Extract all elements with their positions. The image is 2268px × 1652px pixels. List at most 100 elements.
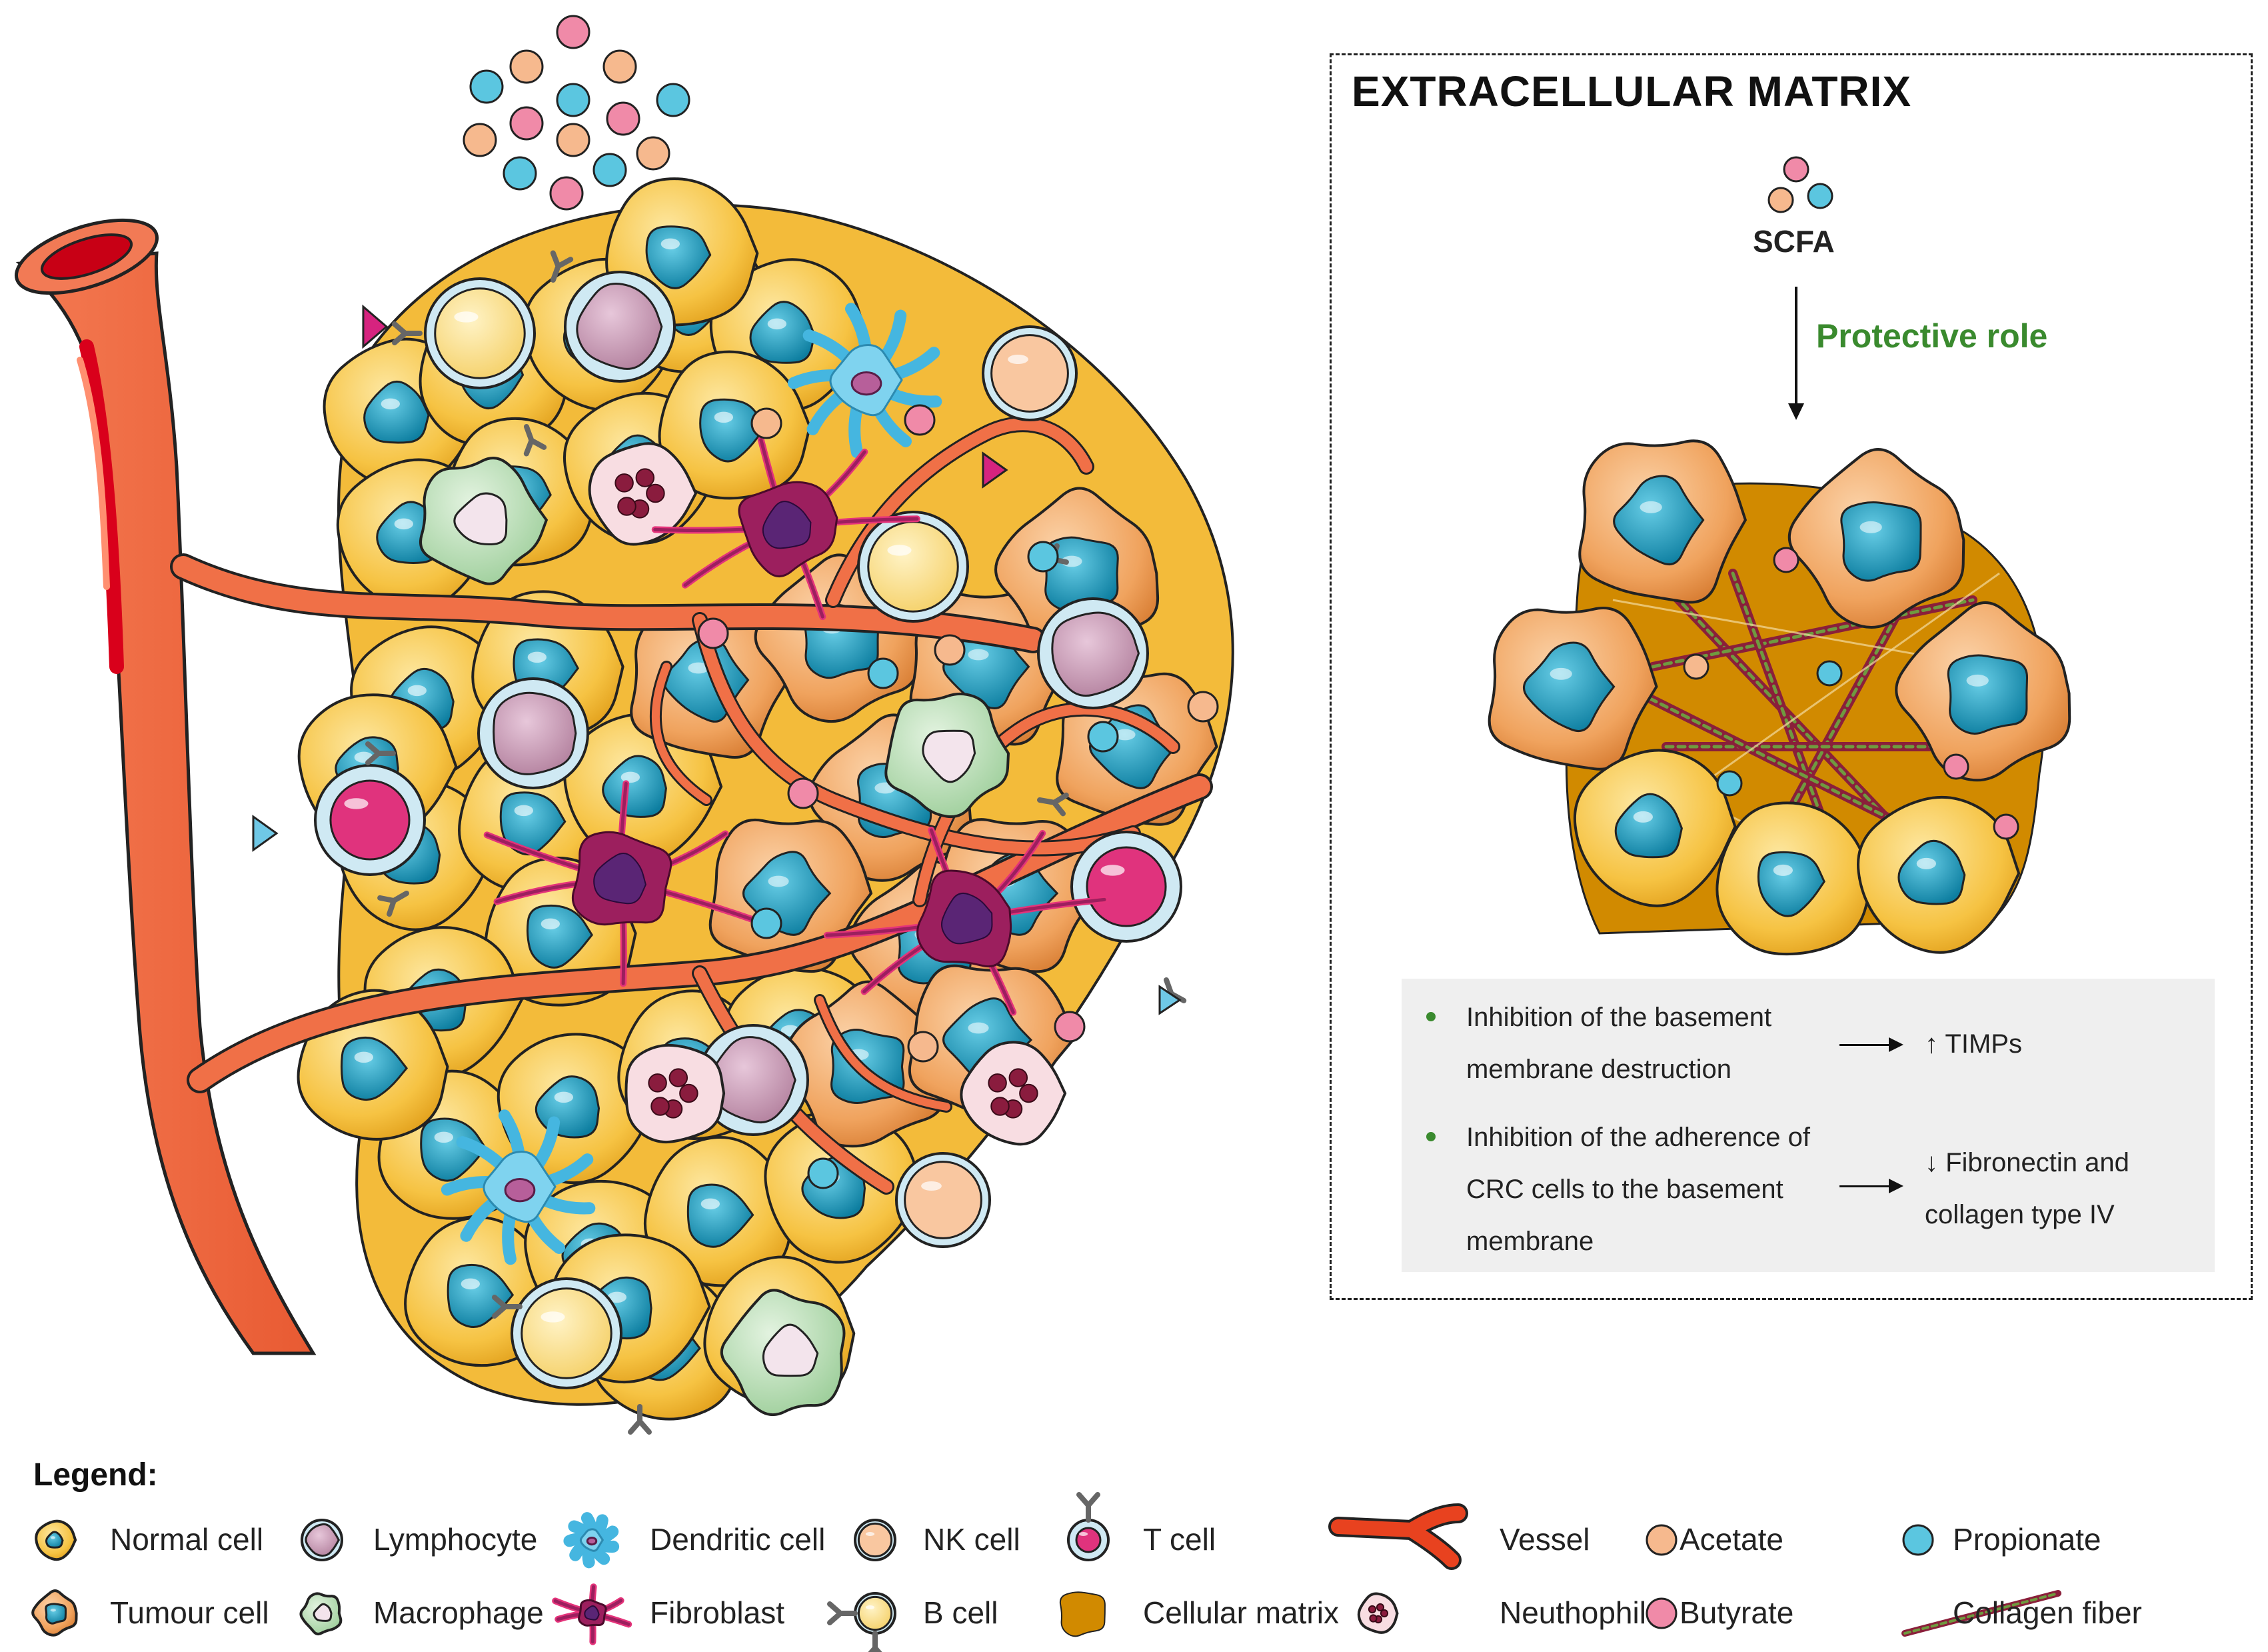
lymphocyte: [477, 677, 589, 789]
ecm-effects-panel: [1402, 979, 2215, 1272]
dendritic-cell: [563, 1512, 620, 1569]
acetate-molecule: [750, 407, 782, 439]
ecm-molecules: [1683, 547, 2019, 840]
neutrophil-icon: [1357, 1592, 1399, 1634]
legend-label: Collagen fiber: [1953, 1595, 2142, 1630]
legend-label: Acetate: [1680, 1522, 1783, 1557]
neutrophil: [1357, 1592, 1399, 1634]
normal-cell: [643, 1136, 796, 1287]
arrow-icon: [1839, 1179, 1903, 1193]
butyrate-molecule: [509, 106, 544, 141]
tumour-cell: [31, 1589, 78, 1637]
legend-title: Legend:: [33, 1457, 158, 1493]
effect-2-result-line-2: collagen type IV: [1925, 1200, 2115, 1229]
fibroblast: [823, 827, 1108, 1016]
lymphocyte: [301, 1519, 343, 1561]
butyrate-molecule: [1943, 753, 1969, 780]
legend-label: Macrophage: [373, 1595, 544, 1630]
neutrophil: [960, 1041, 1067, 1146]
legend-label: Neuthophil: [1500, 1595, 1646, 1630]
antibody-icon: [365, 741, 396, 765]
b-cell: [857, 511, 969, 623]
antibody-icon: [827, 1601, 858, 1625]
butyrate-molecule: [1993, 813, 2019, 840]
acetate-molecule: [556, 123, 590, 157]
acetate-molecule: [509, 49, 544, 84]
antibody-icon: [1037, 792, 1069, 817]
legend-label: T cell: [1143, 1522, 1216, 1557]
normal-cell: [658, 350, 812, 500]
fibroblast-icon: [552, 1583, 632, 1645]
acetate-molecule: [636, 136, 670, 171]
legend-label: Butyrate: [1680, 1595, 1794, 1630]
effect-2-line-3: membrane: [1466, 1227, 1594, 1256]
vessel-icon: [1328, 1503, 1468, 1570]
tumour-cell: [1488, 606, 1658, 771]
propionate-molecule: [503, 156, 537, 191]
legend-label: Fibroblast: [650, 1595, 784, 1630]
scfa-label: SCFA: [1753, 224, 1835, 259]
lymphocyte: [697, 1024, 809, 1136]
butyrate-molecule: [1054, 1011, 1086, 1043]
propionate-molecule: [1902, 1524, 1934, 1556]
legend-label: Dendritic cell: [650, 1522, 826, 1557]
normal-cell: [1715, 801, 1875, 956]
acetate-molecule: [1646, 1524, 1678, 1556]
protective-role-label: Protective role: [1816, 317, 2048, 355]
bullet-icon: [1426, 1132, 1436, 1141]
antigen-icon: [252, 815, 279, 852]
immune-cells: [252, 250, 1187, 1435]
bullet-icon: [1426, 1012, 1436, 1021]
antigen-icon: [1158, 985, 1182, 1015]
acetate-molecule: [907, 1031, 939, 1063]
macrophage: [419, 457, 549, 585]
b-cell: [854, 1519, 896, 1561]
propionate-molecule: [807, 1157, 839, 1189]
acetate-molecule: [1683, 653, 1709, 680]
acetate-molecule: [1187, 691, 1219, 723]
antigen-icon: [982, 451, 1008, 489]
b-cell: [1070, 831, 1182, 943]
propionate-molecule: [592, 153, 627, 187]
main-blood-vessel: [14, 218, 317, 1355]
legend-label: Normal cell: [110, 1522, 264, 1557]
legend-label: B cell: [923, 1595, 998, 1630]
legend-icons: [31, 1492, 2061, 1652]
fibroblasts: [483, 436, 1108, 1016]
antibody-icon: [523, 424, 547, 457]
b-cell: [982, 325, 1078, 421]
propionate-molecule: [556, 83, 590, 117]
effect-1-line-2: membrane destruction: [1466, 1055, 1731, 1084]
tumour-cell-icon: [31, 1589, 78, 1637]
b-cell: [424, 277, 536, 389]
nk-cell-icon: [854, 1519, 896, 1561]
antibody-icon: [392, 321, 423, 345]
acetate-molecule: [602, 49, 637, 84]
legend-label: Vessel: [1500, 1522, 1590, 1557]
effect-1-result: ↑ TIMPs: [1925, 1029, 2022, 1059]
butyrate-molecule: [904, 404, 936, 436]
macrophage-icon: [299, 1592, 343, 1636]
effect-2-line-2: CRC cells to the basement: [1466, 1175, 1783, 1204]
legend-label: Lymphocyte: [373, 1522, 538, 1557]
acetate-molecule: [463, 123, 497, 157]
normal-cell: [563, 712, 723, 865]
propionate-molecule: [656, 83, 690, 117]
ecm-cluster: [1488, 439, 2071, 956]
antibody-icon: [377, 891, 409, 917]
propionate-molecule: [750, 907, 782, 939]
butyrate-icon: [1646, 1597, 1678, 1629]
propionate-molecule: [1816, 660, 1843, 687]
propionate-icon: [1902, 1524, 1934, 1556]
dendritic-cell: [441, 1109, 596, 1265]
dendritic-cell: [787, 303, 942, 459]
fibroblast: [651, 436, 920, 621]
propionate-molecule: [1716, 770, 1743, 797]
acetate-molecule: [934, 634, 966, 666]
b-cell: [314, 764, 426, 876]
antibody-icon: [492, 1295, 523, 1319]
tumour-cell: [1578, 439, 1747, 604]
antibody-icon: [628, 1404, 652, 1435]
ecm-arrow: [1788, 287, 1804, 420]
butyrate-molecule: [697, 617, 729, 649]
